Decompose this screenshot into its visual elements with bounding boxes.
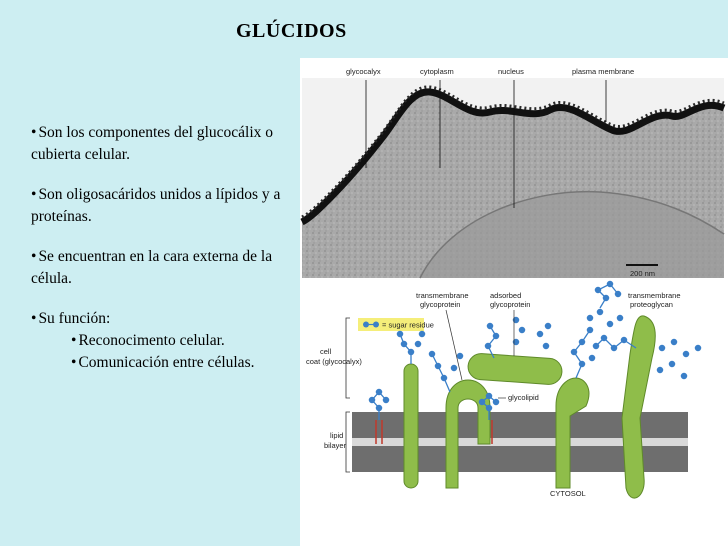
figure-panel: glycocalyx cytoplasm nucleus plasma memb… <box>300 58 728 546</box>
label-plasma-membrane: plasma membrane <box>572 67 634 76</box>
sugar-chains <box>368 280 702 420</box>
sub-bullet-recognition: Reconocimento celular. <box>71 330 281 352</box>
bullet-glycocalyx-components: Son los componentes del glucocálix o cub… <box>31 122 281 166</box>
legend-sugar-residue: = sugar residue <box>382 321 434 330</box>
extracellular-space <box>302 78 724 222</box>
bullet-list: Son los componentes del glucocálix o cub… <box>31 122 281 374</box>
transmembrane-proteoglycan <box>621 315 656 499</box>
bilayer-core <box>352 438 688 446</box>
label-glycocalyx: glycocalyx <box>346 67 381 76</box>
label-nucleus: nucleus <box>498 67 524 76</box>
scale-bar-label: 200 nm <box>630 269 655 278</box>
bullet-external-face: Se encuentran en la cara externa de la c… <box>31 246 281 290</box>
nuclear-envelope <box>419 190 725 279</box>
label-cytosol: CYTOSOL <box>550 489 586 498</box>
sub-bullet-communication: Comunicación entre células. <box>71 352 281 374</box>
cell-coat-bracket <box>345 317 350 399</box>
proteins <box>403 315 656 499</box>
micrograph: glycocalyx cytoplasm nucleus plasma memb… <box>300 67 726 279</box>
transmembrane-protein-left <box>403 363 419 489</box>
bullet-function: Su función: <box>31 308 281 330</box>
sugar-residue-icon <box>363 321 369 328</box>
glycocalyx-edge <box>300 88 726 226</box>
glycocalyx-fuzz <box>301 85 725 219</box>
label-glycolipid: glycolipid <box>508 393 539 402</box>
sub-bullet-list: Reconocimento celular. Comunicación entr… <box>71 330 281 374</box>
glycolipid-tail-1 <box>375 420 383 444</box>
label-cytoplasm: cytoplasm <box>420 67 454 76</box>
bullet-oligosaccharides: Son oligosacáridos unidos a lípidos y a … <box>31 184 281 228</box>
adsorbed-glycoprotein <box>467 353 563 385</box>
sugar-legend-box <box>358 318 424 331</box>
bilayer-bracket <box>345 411 350 473</box>
nucleus-region <box>420 191 724 278</box>
figure-svg: glycocalyx cytoplasm nucleus plasma memb… <box>300 67 726 499</box>
slide-title: GLÚCIDOS <box>236 20 347 42</box>
